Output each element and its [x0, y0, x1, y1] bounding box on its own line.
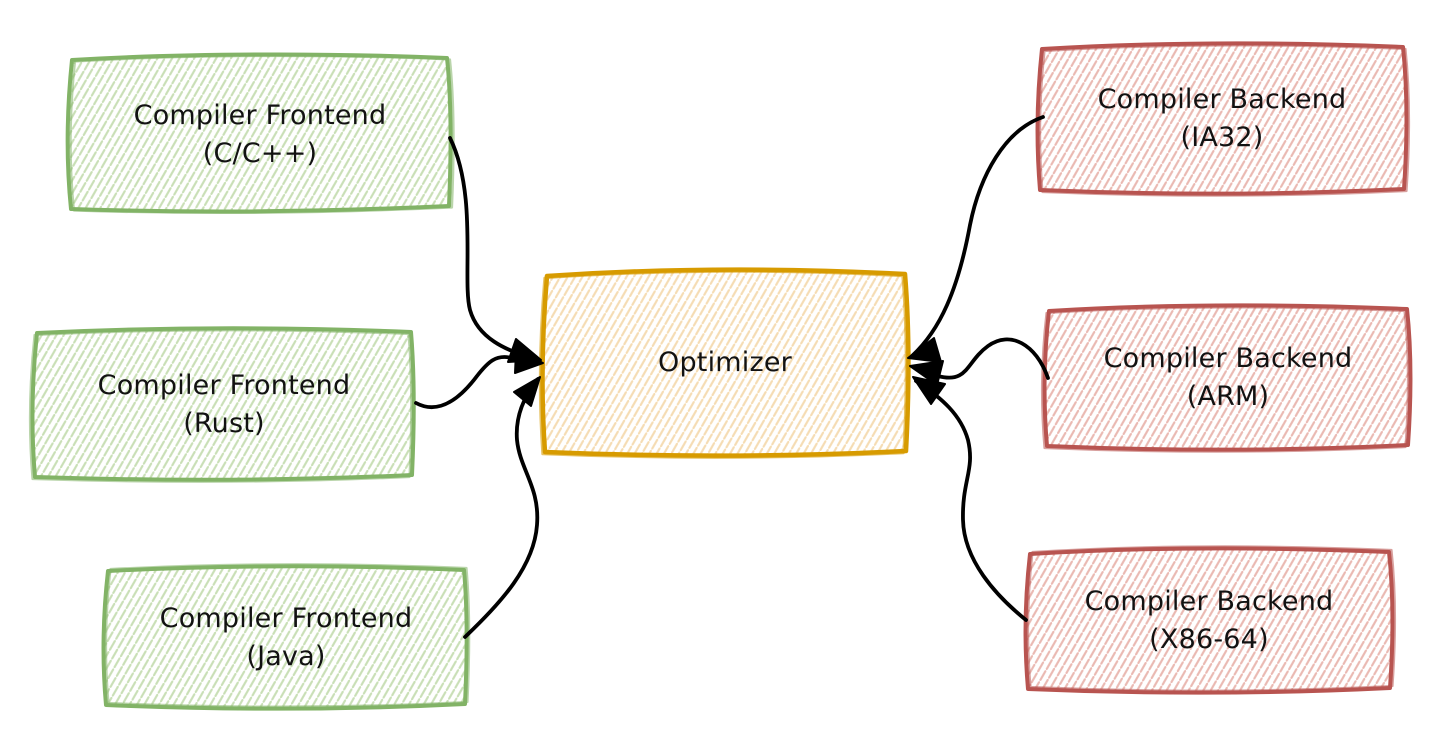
node-frontend-rust-box	[28, 326, 416, 483]
node-backend-ia32-title: Compiler Backend	[1097, 84, 1347, 115]
node-optimizer-box	[538, 267, 911, 459]
node-optimizer-title: Optimizer	[658, 347, 792, 378]
node-frontend-c-title: Compiler Frontend	[133, 100, 387, 131]
node-optimizer-label: Optimizer	[658, 344, 792, 382]
node-backend-arm-label: Compiler Backend (ARM)	[1104, 340, 1353, 416]
edge-backend-arm-to-optimizer	[909, 337, 1050, 386]
node-frontend-c-box	[65, 52, 455, 214]
edge-frontend-c-to-optimizer	[448, 136, 542, 363]
node-frontend-rust-title: Compiler Frontend	[97, 370, 351, 401]
edge-frontend-rust-to-optimizer	[414, 350, 544, 410]
node-backend-ia32-label: Compiler Backend (IA32)	[1098, 81, 1347, 157]
node-frontend-c-label: Compiler Frontend (C/C++)	[134, 97, 387, 173]
node-backend-arm-title: Compiler Backend	[1103, 343, 1353, 374]
node-backend-ia32-subtitle: (IA32)	[1180, 122, 1264, 153]
edge-frontend-java-to-optimizer	[463, 376, 541, 639]
node-backend-arm-box	[1040, 303, 1413, 453]
edge-backend-ia32-to-optimizer	[907, 115, 1045, 363]
node-backend-x86-subtitle: (X86-64)	[1149, 624, 1269, 655]
node-frontend-java-title: Compiler Frontend	[159, 603, 413, 634]
node-backend-x86-box	[1023, 545, 1397, 695]
node-frontend-rust-label: Compiler Frontend (Rust)	[98, 367, 351, 443]
node-frontend-c-subtitle: (C/C++)	[202, 138, 318, 169]
node-frontend-java-box	[101, 563, 471, 711]
node-frontend-rust-subtitle: (Rust)	[183, 408, 265, 439]
edge-backend-x86-to-optimizer	[912, 376, 1028, 622]
node-backend-arm-subtitle: (ARM)	[1186, 381, 1270, 412]
node-backend-x86-title: Compiler Backend	[1084, 586, 1334, 617]
node-frontend-java-label: Compiler Frontend (Java)	[160, 600, 413, 676]
node-backend-ia32-box	[1035, 41, 1411, 197]
node-frontend-java-subtitle: (Java)	[246, 641, 326, 672]
node-backend-x86-label: Compiler Backend (X86-64)	[1085, 583, 1334, 659]
